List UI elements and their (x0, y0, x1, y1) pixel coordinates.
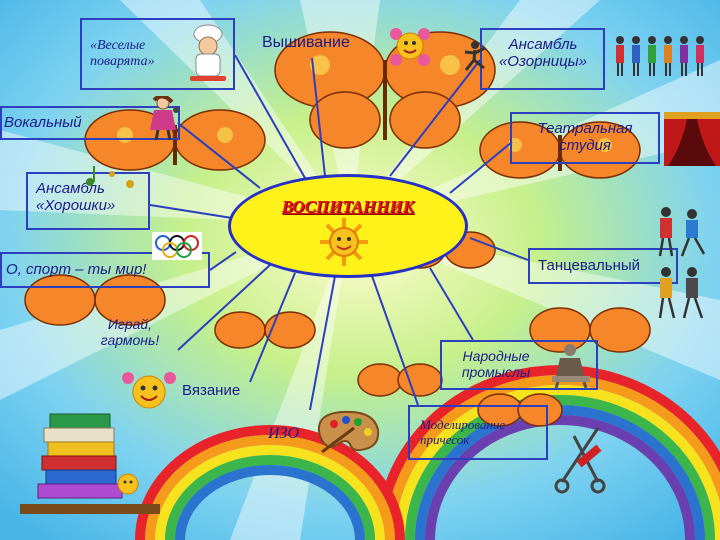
node-hair-box (408, 405, 548, 460)
node-hair-line1: Моделирование (420, 417, 506, 432)
smiley-balloons-icon (122, 372, 176, 409)
node-cooks-box (80, 18, 235, 90)
node-dance-label: Танцевальный (538, 257, 641, 274)
node-vocal-box (0, 106, 180, 140)
node-khoroshki-box (26, 172, 150, 230)
chef-icon (190, 24, 226, 81)
node-cooks-line2: поварята» (90, 54, 155, 70)
dancing-kids-icon (616, 36, 704, 76)
node-khoroshki-line2: «Хорошки» (36, 197, 116, 215)
node-cooks-label: «Веселые поварята» (90, 38, 155, 70)
node-ozornitsy-line1: Ансамбль (508, 36, 578, 53)
runner-icon (464, 41, 486, 71)
node-embroidery-label: Вышивание (262, 34, 350, 51)
node-theatre-line2: студия (559, 137, 611, 155)
olympic-rings-icon (152, 232, 202, 260)
node-dance-box (528, 248, 678, 284)
center-hub (228, 174, 468, 278)
node-ozornitsy-box (480, 28, 605, 90)
scissors-comb-icon (554, 427, 606, 494)
node-theatre-box (510, 112, 660, 164)
node-cooks-line1: «Веселые (90, 38, 146, 53)
node-crafts-line2: промыслы (461, 364, 531, 381)
node-sport-label: О, спорт – ты мир! (6, 261, 147, 278)
node-crafts-label: Народные промыслы (446, 348, 546, 380)
node-vocal-label: Вокальный (4, 114, 82, 131)
node-crafts-line1: Народные (462, 348, 530, 364)
node-crafts-box (440, 340, 598, 390)
node-theatre-line1: Театральная (537, 120, 633, 137)
dancers-icon (658, 207, 706, 319)
node-theatre-label: Театральная студия (515, 120, 655, 155)
center-title: ВОСПИТАННИК (281, 197, 415, 216)
node-harmon-line2: гармонь! (100, 332, 160, 349)
node-ozornitsy-line2: «Озорницы» (498, 53, 588, 71)
sun-icon (320, 218, 368, 266)
book-stack-icon (20, 413, 160, 514)
note-icon (86, 166, 134, 188)
node-hair-label: Моделирование причесок (420, 417, 506, 448)
node-hair-line2: причесок (420, 431, 470, 447)
singer-icon (150, 96, 179, 140)
node-knitting-label: Вязание (182, 382, 241, 399)
node-ozornitsy-label: Ансамбль «Озорницы» (484, 36, 602, 71)
folk-figure-icon (552, 344, 590, 388)
theatre-curtain-icon (664, 112, 720, 166)
flower-smiley-icon (390, 28, 430, 66)
node-harmon-line1: Играй, (107, 316, 153, 332)
palette-icon (318, 410, 380, 454)
node-harmon-label: Играй, гармонь! (80, 316, 180, 348)
node-art-label: ИЗО (268, 425, 300, 442)
node-sport-box (0, 252, 210, 288)
